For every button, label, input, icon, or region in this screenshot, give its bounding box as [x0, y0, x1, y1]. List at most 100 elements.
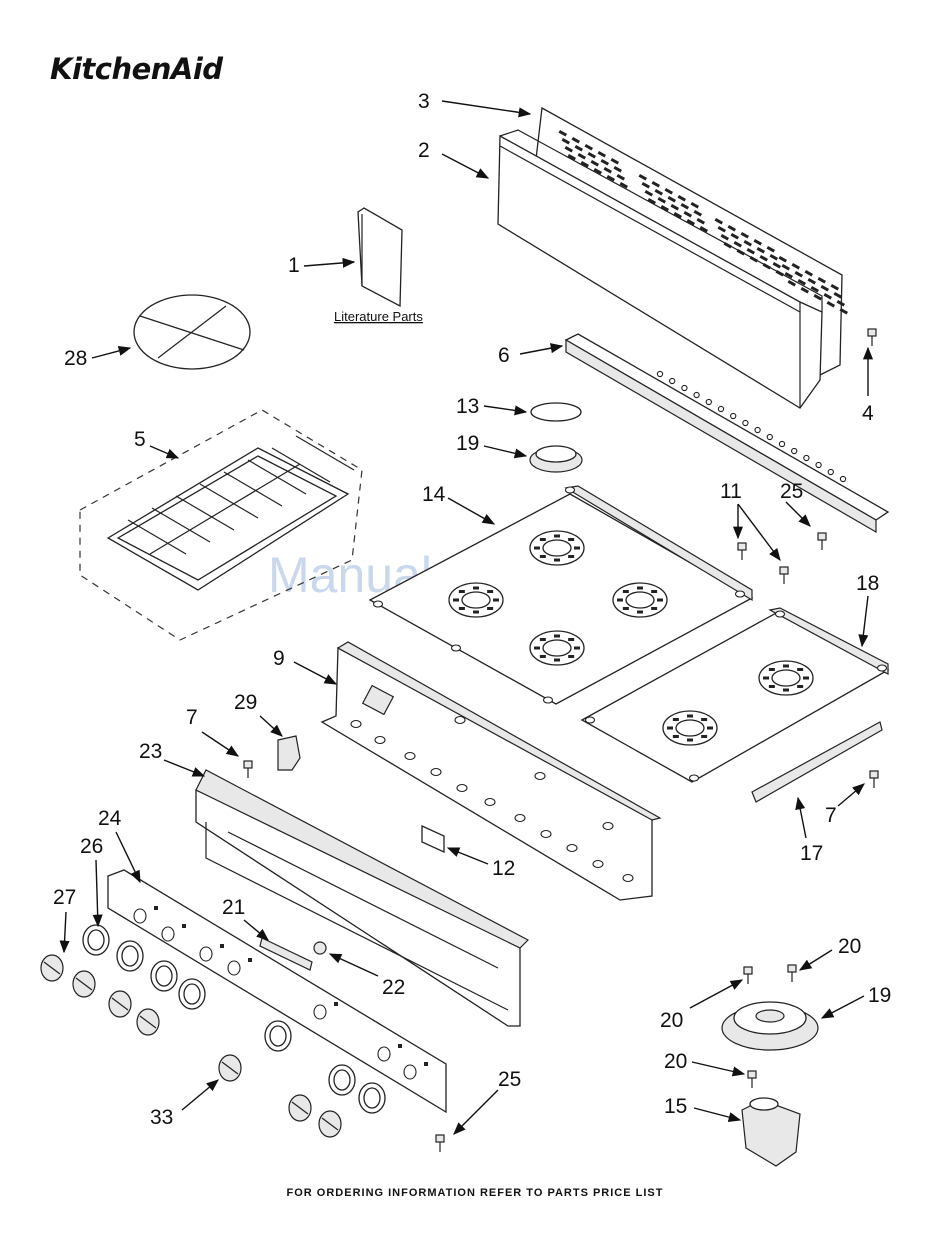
burner-port — [687, 739, 693, 742]
rail-hole — [670, 378, 675, 383]
screw-head — [738, 543, 746, 550]
rail-hole — [828, 469, 833, 474]
burner-port — [769, 668, 775, 671]
screw-head — [818, 533, 826, 540]
callout-26: 26 — [80, 835, 103, 858]
burner-port — [568, 538, 574, 541]
burner-port — [667, 727, 673, 730]
burner-port — [783, 665, 789, 668]
burner-port — [554, 635, 560, 638]
rail-hole — [694, 392, 699, 397]
knob-bezel-inner — [156, 966, 172, 986]
mount-hole — [690, 775, 699, 781]
part-22-indicator-light — [314, 942, 326, 954]
burner-ring — [772, 670, 800, 686]
ordering-info-footer: FOR ORDERING INFORMATION REFER TO PARTS … — [0, 1187, 950, 1199]
panel-hole — [431, 769, 441, 776]
burner-port — [534, 647, 540, 650]
panel-hole — [457, 785, 467, 792]
rail-hole — [755, 427, 760, 432]
knob-bezel-inner — [334, 1070, 350, 1090]
callout-19-top: 19 — [456, 432, 479, 455]
burner-port — [534, 547, 540, 550]
callout-24: 24 — [98, 807, 122, 830]
callout-25-top: 25 — [780, 480, 803, 503]
burner-port — [637, 587, 643, 590]
burner-port — [554, 535, 560, 538]
screw-head — [788, 965, 796, 972]
burner-port — [797, 668, 803, 671]
panel-hole — [351, 721, 361, 728]
burner-port — [554, 659, 560, 662]
rail-hole — [767, 434, 772, 439]
mount-hole — [586, 717, 595, 723]
knob-hole — [314, 1005, 326, 1019]
callout-21: 21 — [222, 896, 245, 919]
callout-28: 28 — [64, 347, 87, 370]
burner-port — [673, 735, 679, 738]
mount-hole — [878, 665, 887, 671]
burner-port — [623, 590, 629, 593]
rail-hole — [840, 476, 845, 481]
knob-bezel-inner — [184, 984, 200, 1004]
burner-port — [473, 587, 479, 590]
callout-9: 9 — [273, 647, 285, 670]
knob-hole — [200, 947, 212, 961]
rail-hole — [706, 399, 711, 404]
callout-7-left: 7 — [186, 706, 198, 729]
burner-port — [493, 599, 499, 602]
callout-1: 1 — [288, 254, 300, 277]
rail-hole — [731, 413, 736, 418]
callout-20-top: 20 — [838, 935, 861, 958]
part-5-grates — [80, 410, 362, 640]
knob-bezel-inner — [88, 930, 104, 950]
callout-19-bottom: 19 — [868, 984, 891, 1007]
part-19-burner-top — [530, 446, 582, 472]
burner-port — [487, 607, 493, 610]
burner-port — [687, 715, 693, 718]
burner-ring — [543, 640, 571, 656]
burner-port — [797, 685, 803, 688]
burner-port — [574, 547, 580, 550]
knob-bezel-inner — [364, 1088, 380, 1108]
part-2-back-guard — [498, 130, 822, 408]
panel-hole — [535, 773, 545, 780]
burner-port — [651, 607, 657, 610]
marker — [398, 1044, 402, 1048]
screw-head — [436, 1135, 444, 1142]
mount-hole — [566, 487, 575, 493]
screw-head — [244, 761, 252, 768]
knob-hole — [134, 909, 146, 923]
panel-hole — [593, 861, 603, 868]
screw-head — [870, 771, 878, 778]
knob-bezel-inner — [122, 946, 138, 966]
part-28-round-mat — [134, 295, 250, 369]
burner-port — [540, 555, 546, 558]
burner-port — [568, 638, 574, 641]
callout-14: 14 — [422, 483, 446, 506]
callout-12: 12 — [492, 857, 515, 880]
knob-hole — [378, 1047, 390, 1061]
burner-port — [574, 647, 580, 650]
part-1-literature — [358, 208, 402, 306]
callout-27: 27 — [53, 886, 76, 909]
part-15-valve — [742, 1098, 800, 1166]
callout-4: 4 — [862, 402, 874, 425]
callout-5: 5 — [134, 428, 146, 451]
callout-25-bottom: 25 — [498, 1068, 521, 1091]
knob-hole — [228, 961, 240, 975]
burner-port — [707, 727, 713, 730]
burner-port — [459, 590, 465, 593]
mount-hole — [452, 645, 461, 651]
callout-17: 17 — [800, 842, 823, 865]
knob-hole — [404, 1065, 416, 1079]
burner-port — [763, 677, 769, 680]
callout-6: 6 — [498, 344, 510, 367]
grate-bar — [296, 436, 354, 470]
rail-hole — [792, 448, 797, 453]
burner-ring — [626, 592, 654, 608]
burner-ring — [676, 720, 704, 736]
callout-23: 23 — [139, 740, 162, 763]
marker — [182, 924, 186, 928]
